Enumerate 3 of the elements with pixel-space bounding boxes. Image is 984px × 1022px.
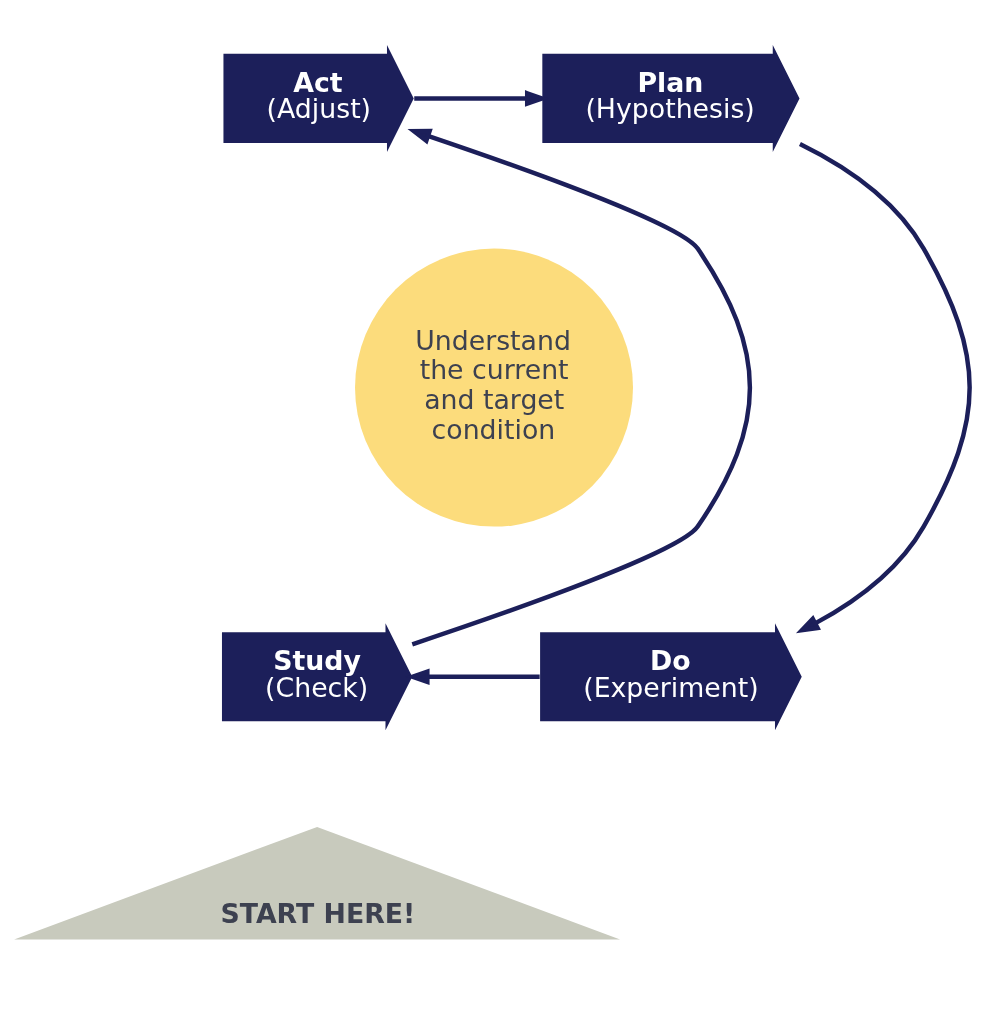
node-circle: Understand the current and target condition	[355, 248, 633, 527]
arrow	[407, 128, 752, 647]
arrow	[795, 142, 972, 634]
